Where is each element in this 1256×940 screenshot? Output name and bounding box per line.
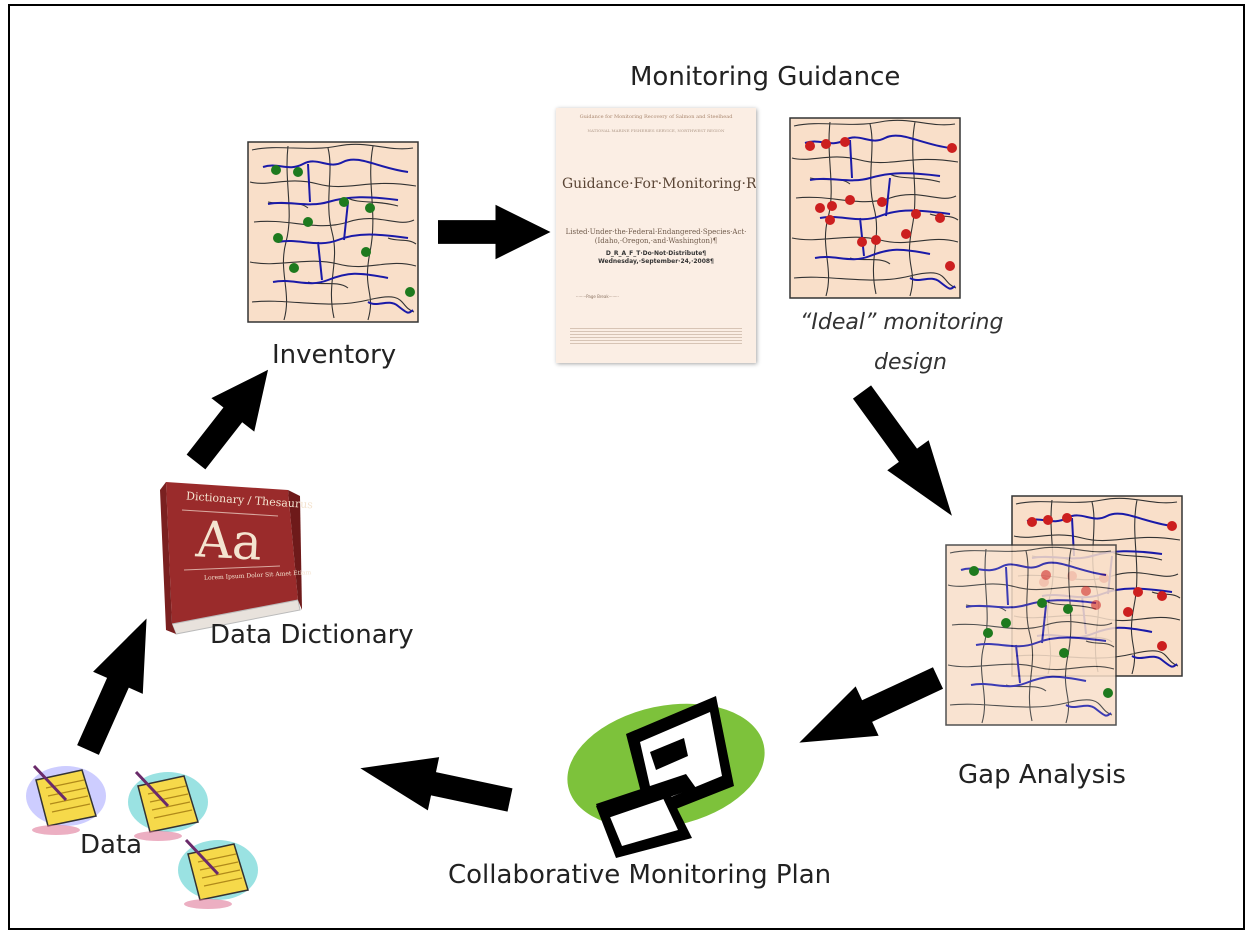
inventory-map [247, 141, 419, 323]
gap-analysis-inventory-map [945, 544, 1117, 726]
document-page-break: ········Page Break········ [576, 294, 619, 299]
ideal-design-label-line2: design [874, 350, 947, 375]
computer-icon [567, 696, 765, 858]
arrow-inventory-to-guidance [438, 204, 551, 260]
data-dictionary-label: Data Dictionary [210, 620, 414, 650]
inventory-label: Inventory [272, 340, 397, 370]
document-draft-notice: D_R_A_F_T·Do·Not·Distribute¶ Wednesday,·… [598, 250, 714, 265]
notepad-icon [178, 838, 258, 909]
document-title: Guidance·For·Monitoring·Recovery·of·Salm… [562, 176, 756, 192]
document-subtitle: Listed·Under·the·Federal·Endangered·Spec… [565, 228, 747, 245]
document-header: Guidance for Monitoring Recovery of Salm… [579, 114, 733, 120]
book-icon [160, 482, 302, 635]
gap-analysis-ideal-map [1011, 495, 1183, 677]
arrow-ideal-to-gap [841, 376, 973, 531]
arrow-plan-to-data [354, 741, 516, 827]
ideal-design-map [789, 117, 961, 299]
collaborative-plan-label: Collaborative Monitoring Plan [448, 860, 832, 890]
document-subheader: NATIONAL MARINE FISHERIES SERVICE, NORTH… [587, 128, 725, 133]
arrow-data-to-dictionary [63, 607, 172, 762]
arrow-dictionary-to-inventory [174, 353, 290, 479]
guidance-document: Guidance for Monitoring Recovery of Salm… [556, 108, 756, 363]
book-cover-title: Aa [194, 510, 264, 572]
notepad-icon [128, 770, 208, 841]
document-body-lines [570, 326, 742, 346]
data-label: Data [80, 830, 143, 860]
notepad-icon [26, 764, 106, 835]
gap-analysis-label: Gap Analysis [958, 760, 1126, 790]
monitoring-guidance-label: Monitoring Guidance [630, 62, 901, 92]
ideal-design-label-line1: “Ideal” monitoring [800, 310, 1004, 335]
arrow-gap-to-plan [787, 653, 950, 768]
